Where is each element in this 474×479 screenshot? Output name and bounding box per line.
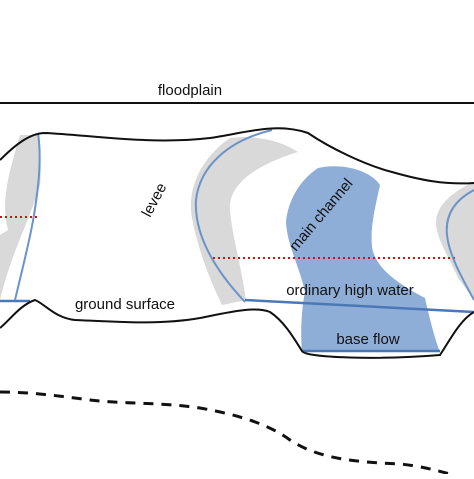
- ground-surface-label: ground surface: [75, 296, 175, 313]
- bank-line-left: [14, 132, 41, 301]
- main-channel-area: [286, 166, 440, 352]
- floodplain-label: floodplain: [158, 82, 222, 99]
- ground-surface-bottom: [0, 298, 474, 359]
- levee-band-middle: [190, 137, 298, 305]
- levee-label: levee: [139, 180, 171, 220]
- ground-surface-outline: [0, 127, 474, 185]
- base-flow-label: base flow: [336, 331, 400, 348]
- ordinary-high-water-line: [244, 298, 474, 314]
- bank-line-middle: [194, 129, 273, 303]
- levee-band-right: [436, 182, 474, 300]
- dashed-boundary-line: [0, 390, 451, 476]
- bank-line-right: [445, 189, 474, 301]
- ordinary-high-water-label: ordinary high water: [286, 282, 414, 299]
